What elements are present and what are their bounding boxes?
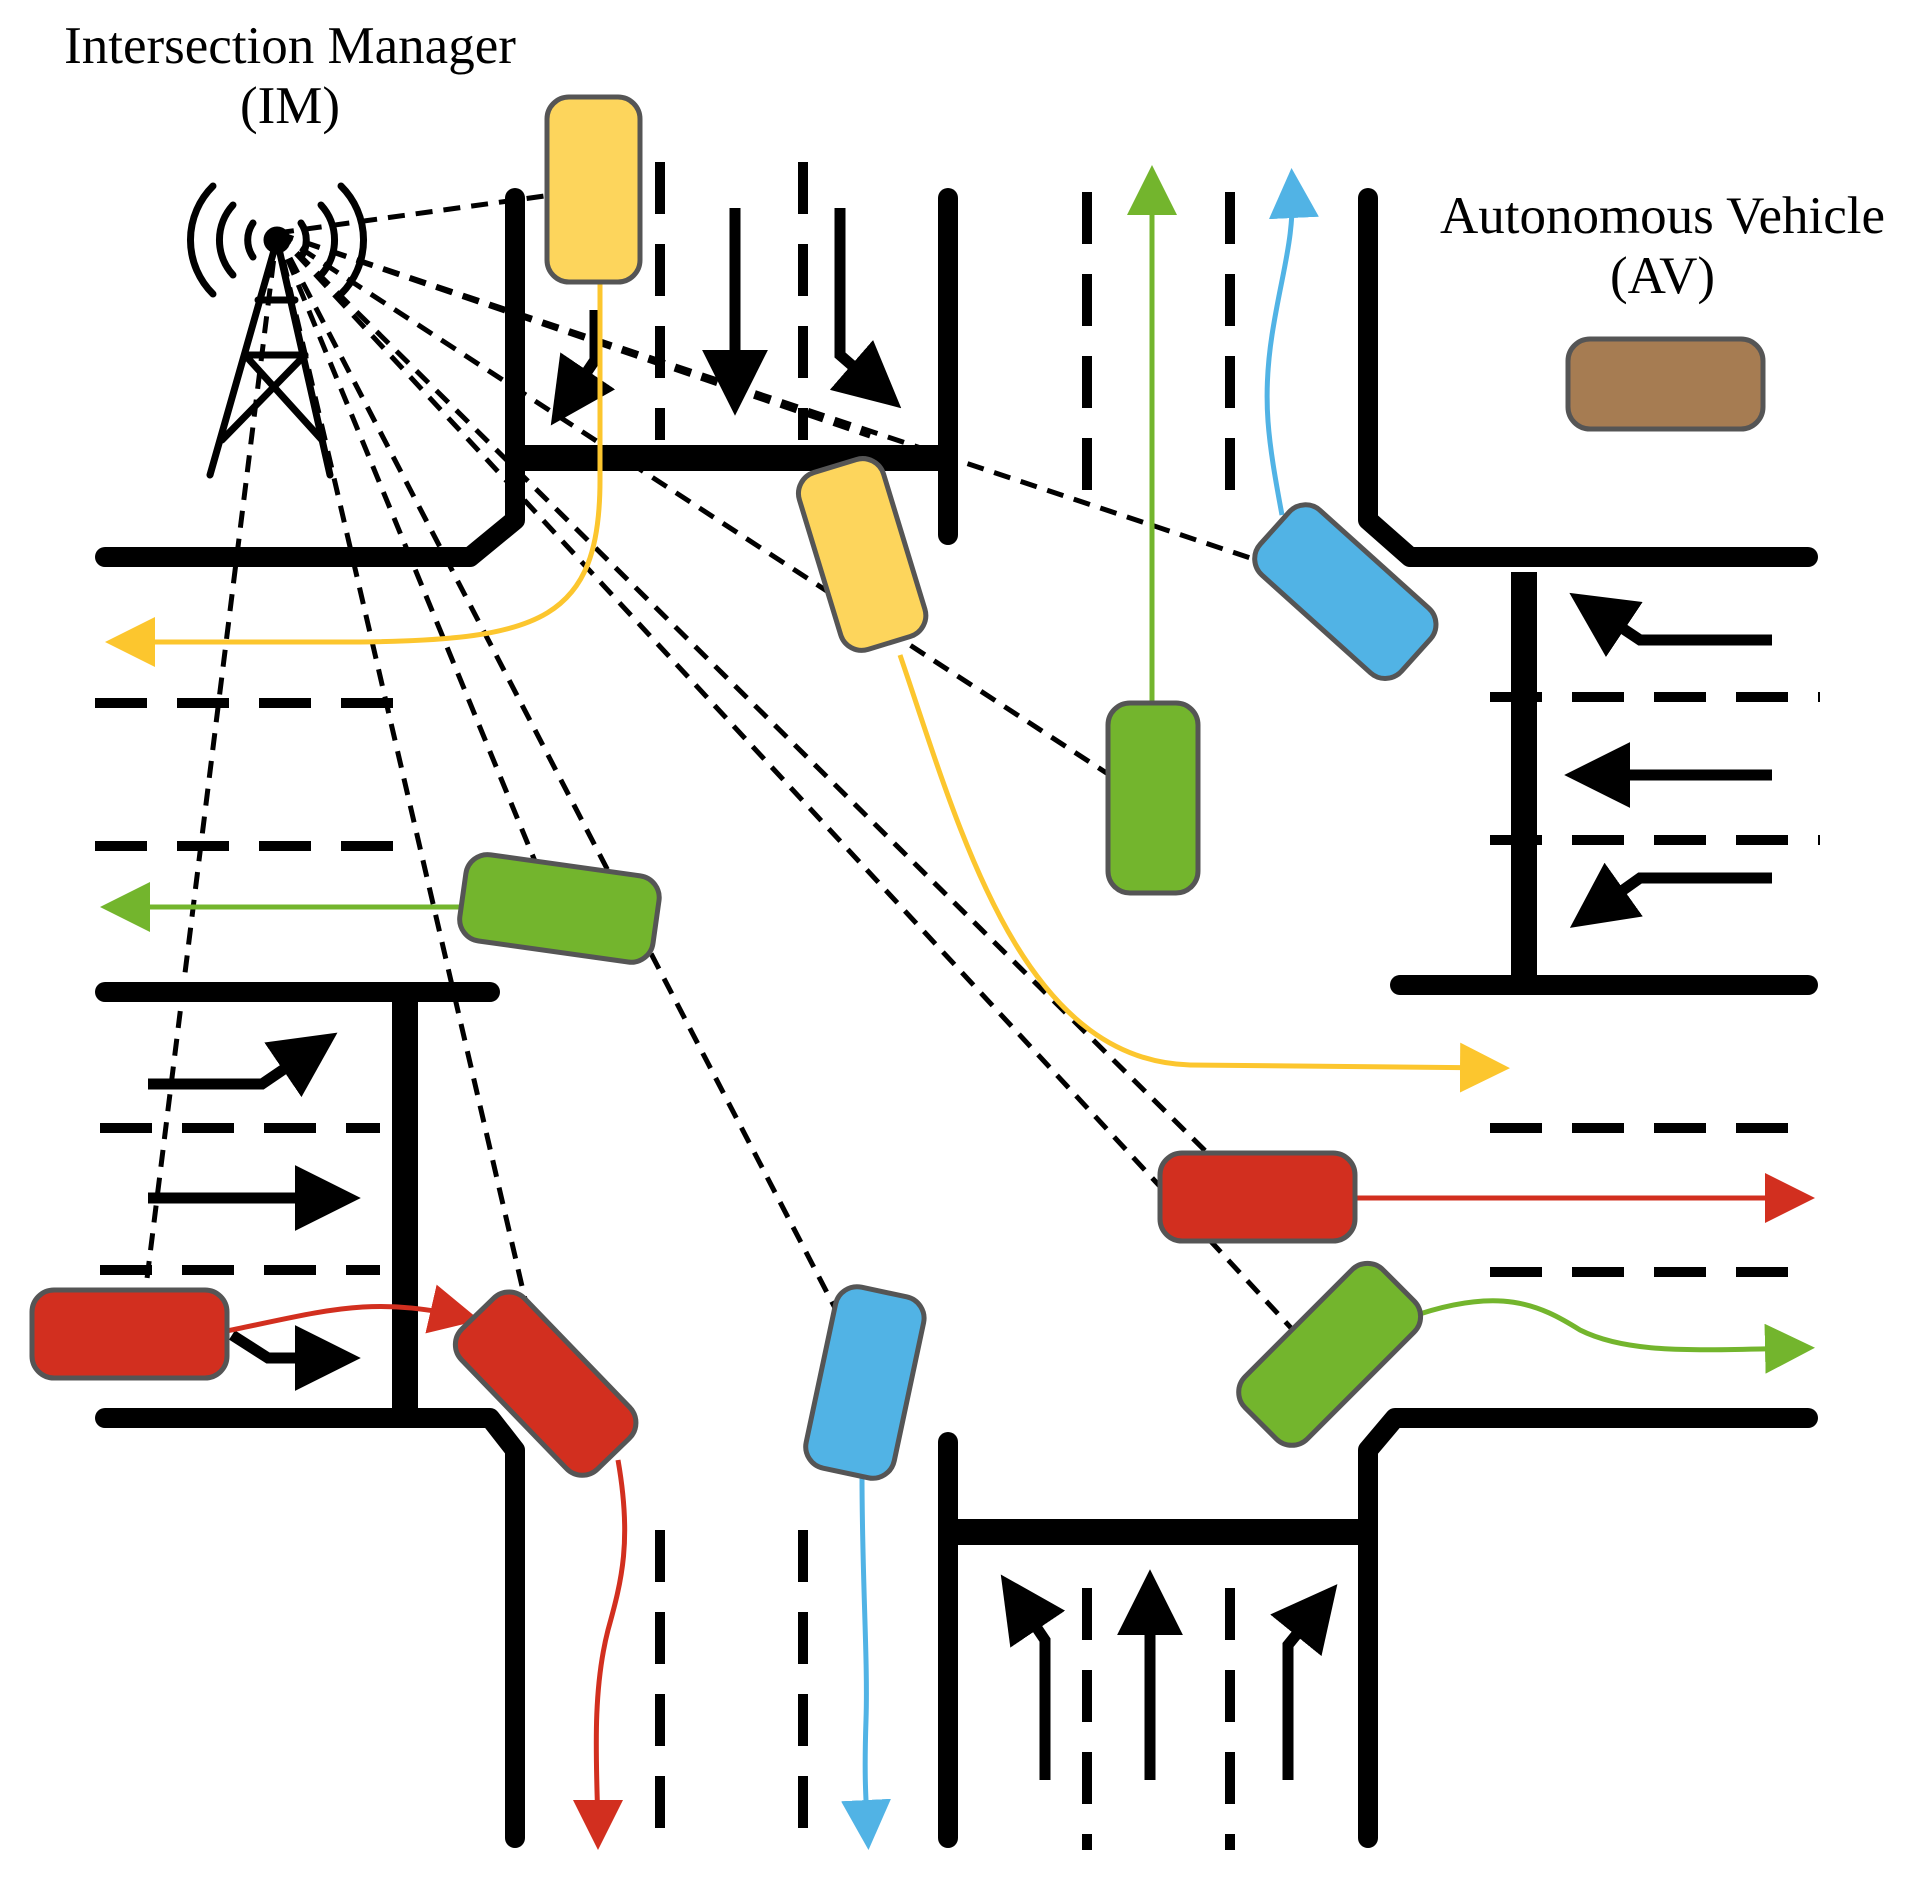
car-icon	[457, 852, 662, 965]
car-icon	[544, 94, 643, 285]
stop-lines	[392, 445, 1537, 1545]
lane-arrow-icon	[229, 1325, 361, 1391]
road-edge-nw	[95, 188, 525, 567]
lane-arrow-icon	[1000, 1574, 1066, 1780]
trajectory-yellow-1	[105, 283, 603, 667]
car-icon	[29, 1287, 230, 1381]
lane-arrow-icon	[1270, 1584, 1338, 1780]
av-label-line1: Autonomous Vehicle	[1439, 187, 1886, 245]
trajectory-blue-2	[841, 1474, 891, 1850]
car-icon	[1105, 700, 1201, 896]
lane-arrow-icon	[1569, 862, 1772, 928]
car-icon	[1157, 1150, 1358, 1244]
car-icon	[795, 456, 929, 653]
road-edge-sw	[95, 1408, 525, 1848]
vehicles	[29, 94, 1766, 1481]
car-icon	[1252, 502, 1439, 681]
trajectory-green-3	[1407, 1298, 1815, 1374]
car-icon	[1565, 336, 1766, 432]
road-edge-se	[1358, 1408, 1818, 1848]
im-label-line1: Intersection Manager	[64, 17, 516, 75]
av-label-line2: (AV)	[1609, 247, 1716, 305]
lane-arrow-icon	[829, 208, 902, 409]
car-icon	[803, 1284, 927, 1481]
trajectory-red-2	[572, 1459, 628, 1850]
car-icon	[1236, 1260, 1424, 1448]
lane-arrows	[148, 208, 1772, 1780]
av-legend-label: Autonomous Vehicle (AV)	[1400, 186, 1925, 306]
road-edges	[95, 188, 1818, 1848]
vehicle-trajectories	[100, 165, 1815, 1850]
car-icon	[452, 1289, 639, 1478]
trajectory-yellow-2	[897, 654, 1510, 1093]
radio-tower-icon	[187, 182, 367, 479]
lane-arrow-icon	[148, 1032, 338, 1098]
road-edge-ne	[1358, 188, 1818, 567]
im-label: Intersection Manager (IM)	[20, 16, 560, 136]
im-label-line2: (IM)	[239, 77, 341, 135]
lane-arrow-icon	[1569, 592, 1772, 657]
trajectory-red-1	[221, 1284, 480, 1335]
lane-arrow-icon	[550, 310, 616, 426]
trajectory-blue-1	[1264, 168, 1319, 516]
